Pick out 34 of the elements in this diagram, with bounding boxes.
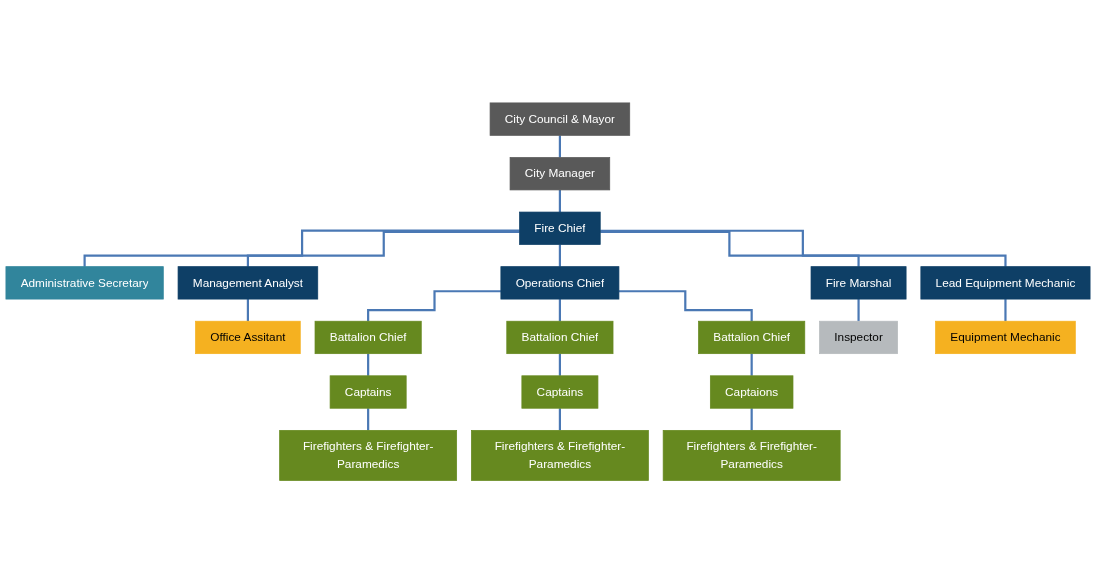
connector [558, 189, 561, 214]
node-box: Fire Marshal [810, 266, 907, 300]
connector [558, 298, 561, 323]
connector [367, 290, 501, 323]
node-box: Battalion Chief [506, 321, 614, 355]
connector [367, 352, 370, 378]
node-box: Fire Chief [519, 211, 601, 246]
node-box: Captains [329, 375, 407, 409]
node-box: City Council & Mayor [489, 102, 631, 136]
node-box: Administrative Secretary [5, 266, 164, 300]
connector [618, 290, 753, 323]
connector [246, 298, 249, 323]
node-box: Management Analyst [177, 266, 319, 300]
node-box: Office Assitant [195, 321, 301, 355]
node-box: Captains [521, 375, 599, 409]
node-box: Firefighters & Firefighter-Paramedics [279, 430, 457, 482]
node-box: Battalion Chief [314, 321, 422, 355]
node-box: Firefighters & Firefighter-Paramedics [471, 430, 649, 482]
node-box: Firefighters & Firefighter-Paramedics [662, 430, 841, 482]
connector [750, 407, 753, 432]
node-box: Equipment Mechanic [935, 321, 1076, 355]
connector [1004, 298, 1007, 323]
node-box: Inspector [819, 321, 898, 355]
node-box: Battalion Chief [698, 321, 806, 355]
node-box: Captaions [710, 375, 794, 409]
node-box: Lead Equipment Mechanic [920, 266, 1091, 300]
connector [558, 407, 561, 432]
connector [558, 352, 561, 378]
connector [857, 298, 860, 323]
connector [367, 407, 370, 432]
connector [750, 352, 753, 378]
node-box: City Manager [509, 157, 611, 191]
connector [558, 134, 561, 159]
node-box: Operations Chief [500, 266, 620, 300]
